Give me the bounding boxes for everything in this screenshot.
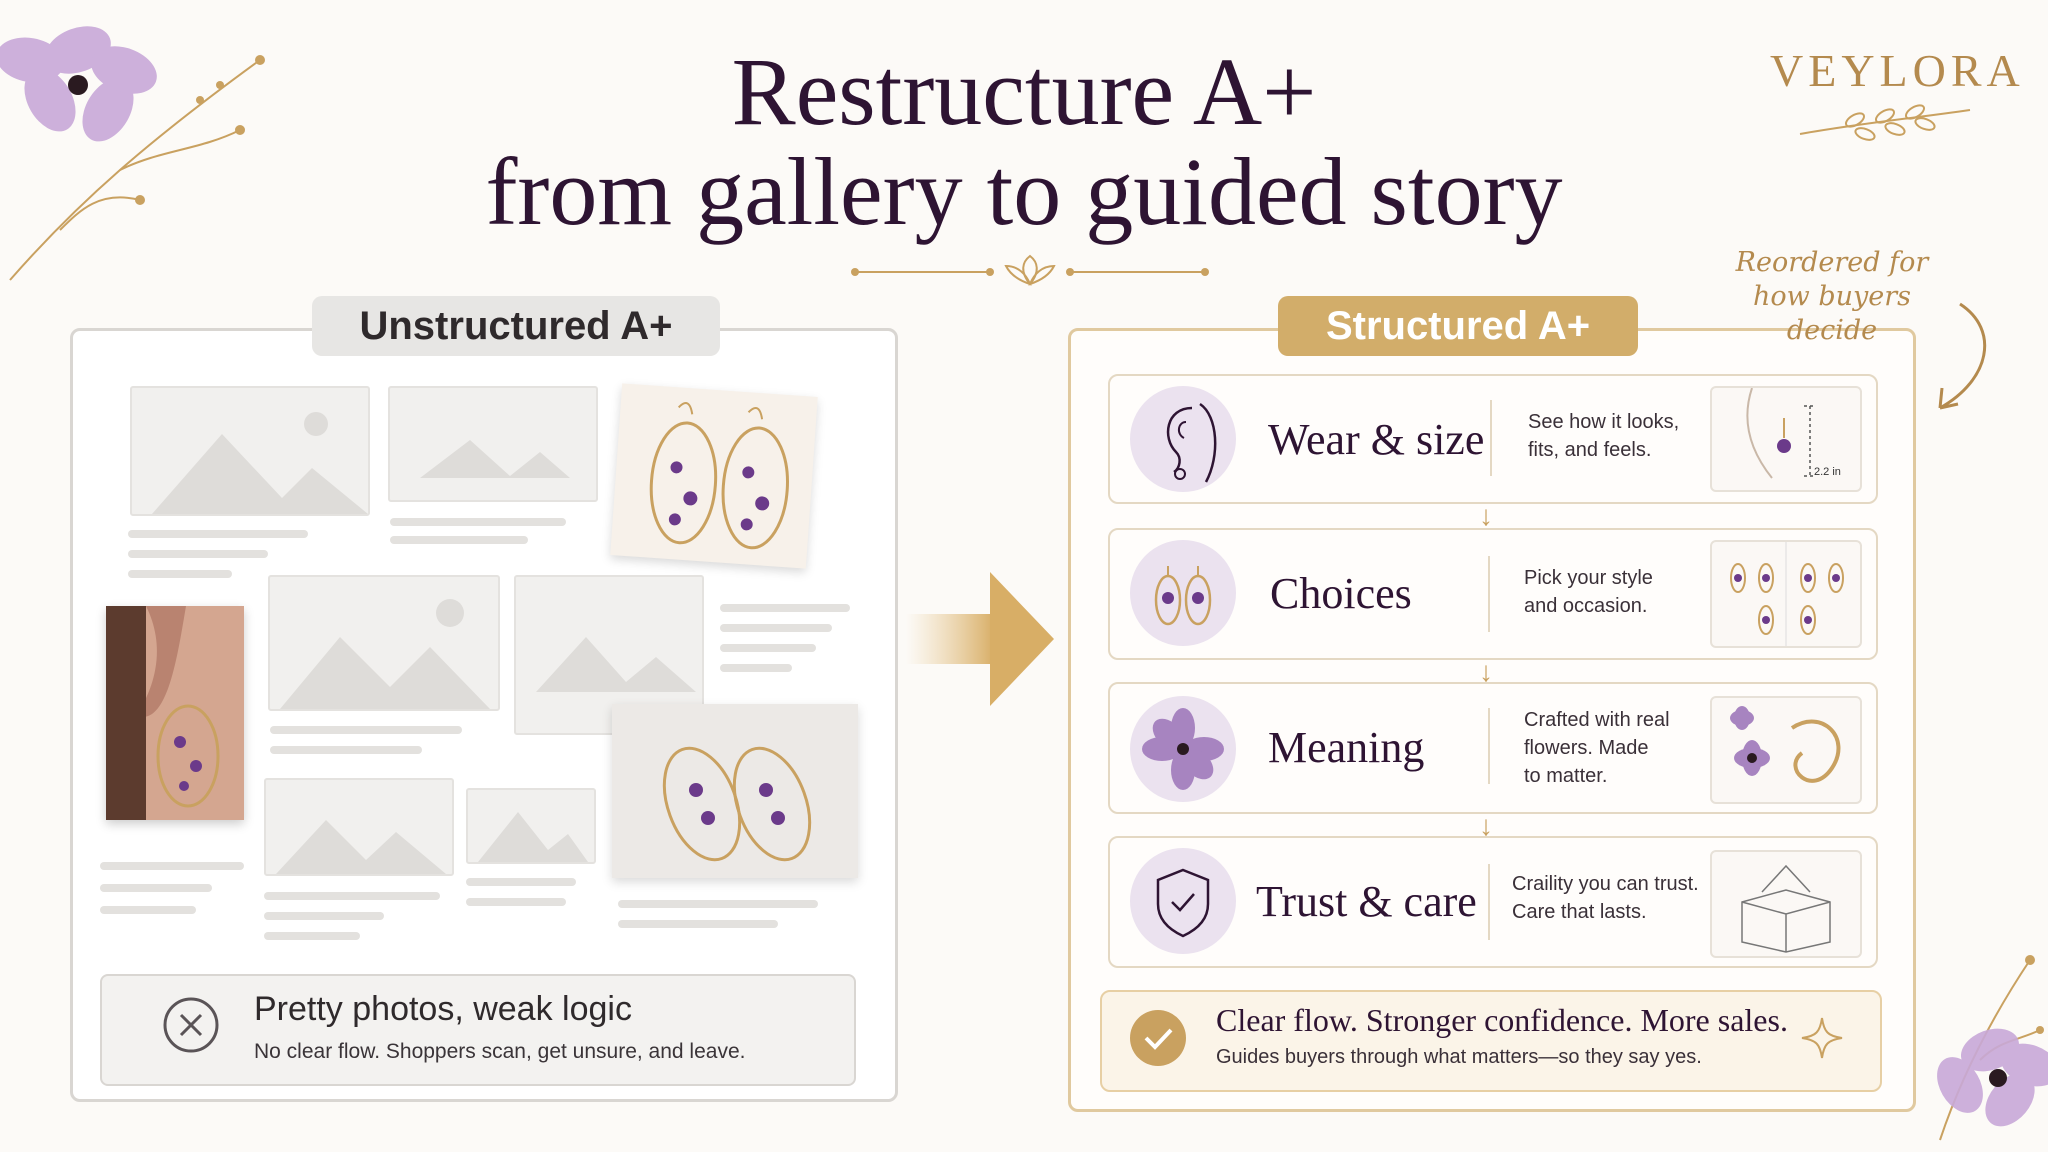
step-description: See how it looks,fits, and feels.	[1528, 411, 1680, 461]
step-label: Wear & size	[1268, 415, 1485, 464]
text-placeholder-line	[264, 932, 360, 940]
result-title: Clear flow. Stronger confidence. More sa…	[1216, 1002, 1788, 1038]
shield-check-icon	[1130, 848, 1236, 954]
result-callout	[1100, 990, 1882, 1092]
flower-decoration-bottom-right	[1937, 955, 2048, 1141]
step-thumbnail-choices	[1710, 540, 1862, 648]
image-placeholder	[264, 778, 454, 876]
title-divider-ornament	[851, 254, 1209, 286]
text-placeholder-line	[466, 878, 576, 886]
step-thumbnail-wear: 2.2 in	[1710, 386, 1862, 492]
text-placeholder-line	[128, 550, 268, 558]
step-thumbnail-box	[1710, 850, 1862, 958]
step-description: Craility you can trust.Care that lasts.	[1512, 873, 1699, 923]
image-placeholder	[130, 386, 370, 516]
step-divider	[1488, 864, 1490, 940]
flower-center	[68, 75, 88, 95]
problem-description: No clear flow. Shoppers scan, get unsure…	[254, 1040, 746, 1063]
page-title-line1: Restructure A+	[731, 38, 1317, 145]
sparkle-icon	[1801, 1017, 1843, 1059]
step-divider	[1490, 400, 1492, 476]
text-placeholder-line	[618, 900, 818, 908]
flower-decoration-top-left	[0, 26, 265, 281]
brand-logo: VEYLORA	[1770, 45, 2025, 96]
image-placeholder	[388, 386, 598, 502]
earrings-icon	[1130, 540, 1236, 646]
text-placeholder-line	[720, 664, 792, 672]
flower-icon	[1130, 696, 1236, 802]
check-circle-icon	[1130, 1010, 1186, 1066]
earring-photo-worn	[106, 606, 244, 820]
result-description: Guides buyers through what matters—so th…	[1216, 1046, 1702, 1068]
step-label: Choices	[1270, 569, 1412, 618]
unstructured-label: Unstructured A+	[312, 296, 720, 356]
text-placeholder-line	[100, 884, 212, 892]
reordered-note: Reordered for how buyers decide	[1735, 247, 1929, 346]
problem-callout	[100, 974, 856, 1086]
text-placeholder-line	[720, 604, 850, 612]
ear-icon	[1130, 386, 1236, 492]
text-placeholder-line	[618, 920, 778, 928]
earring-photo-fabric	[612, 704, 858, 878]
step-thumbnail-meaning	[1710, 696, 1862, 804]
earring-photo-flatlay	[610, 383, 818, 569]
text-placeholder-line	[390, 536, 528, 544]
text-placeholder-line	[128, 570, 232, 578]
text-placeholder-line	[270, 746, 422, 754]
text-placeholder-line	[128, 530, 308, 538]
image-placeholder	[466, 788, 596, 864]
step-divider	[1488, 556, 1490, 632]
step-label: Trust & care	[1256, 877, 1477, 926]
text-placeholder-line	[264, 892, 440, 900]
structured-label: Structured A+	[1278, 296, 1638, 356]
image-placeholder	[268, 575, 500, 711]
text-placeholder-line	[390, 518, 566, 526]
text-placeholder-line	[466, 898, 566, 906]
page-title-line2: from gallery to guided story	[485, 138, 1563, 245]
step-divider	[1488, 708, 1490, 784]
text-placeholder-line	[100, 862, 244, 870]
text-placeholder-line	[720, 624, 832, 632]
text-placeholder-line	[720, 644, 816, 652]
size-measurement: 2.2 in	[1814, 466, 1841, 478]
curved-arrow-icon	[1938, 302, 1987, 410]
problem-title: Pretty photos, weak logic	[254, 990, 632, 1028]
brand-laurel-icon	[1799, 104, 1971, 141]
x-circle-icon	[163, 997, 219, 1053]
text-placeholder-line	[264, 912, 384, 920]
arrow-right-icon	[906, 572, 1054, 706]
chevron-down-icon: ↓	[1479, 810, 1493, 841]
text-placeholder-line	[100, 906, 196, 914]
chevron-down-icon: ↓	[1479, 500, 1493, 531]
text-placeholder-line	[270, 726, 462, 734]
step-label: Meaning	[1268, 723, 1425, 772]
chevron-down-icon: ↓	[1479, 656, 1493, 687]
